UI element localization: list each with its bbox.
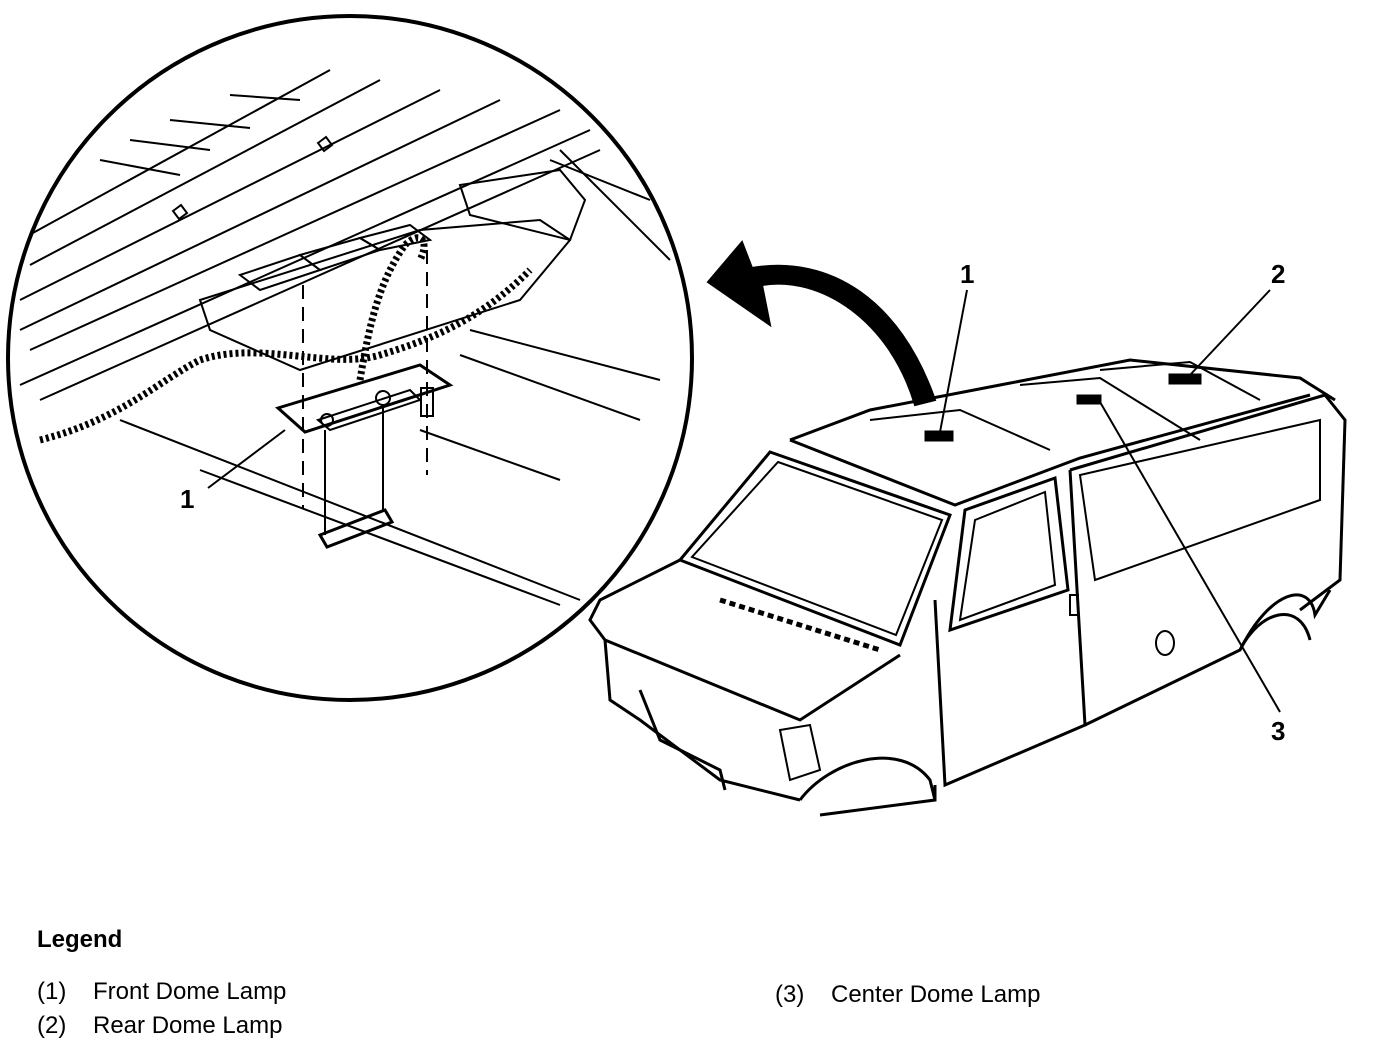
- vehicle-callout-1: 1: [960, 259, 974, 289]
- legend-item-label: Rear Dome Lamp: [93, 1012, 283, 1039]
- zoom-arrow: [706, 240, 937, 407]
- detail-callout-1: 1: [180, 484, 194, 514]
- detail-inset: 1: [6, 14, 694, 702]
- legend-item-label: Front Dome Lamp: [93, 978, 287, 1005]
- vehicle-callout-3: 3: [1271, 716, 1285, 746]
- van-illustration: [588, 289, 1347, 817]
- legend-item-number: (3): [775, 981, 805, 1008]
- legend-item: (2) Rear Dome Lamp: [37, 1012, 282, 1040]
- legend-item-number: (1): [37, 978, 67, 1005]
- vehicle-callout-2: 2: [1271, 259, 1285, 289]
- legend-item-number: (2): [37, 1012, 67, 1039]
- legend-item-label: Center Dome Lamp: [831, 981, 1041, 1008]
- legend-title: Legend: [37, 926, 123, 953]
- dome-lamp-location-diagram: 1: [6, 14, 1347, 817]
- legend-item: (1) Front Dome Lamp: [37, 978, 286, 1006]
- legend-item: (3) Center Dome Lamp: [775, 981, 1040, 1009]
